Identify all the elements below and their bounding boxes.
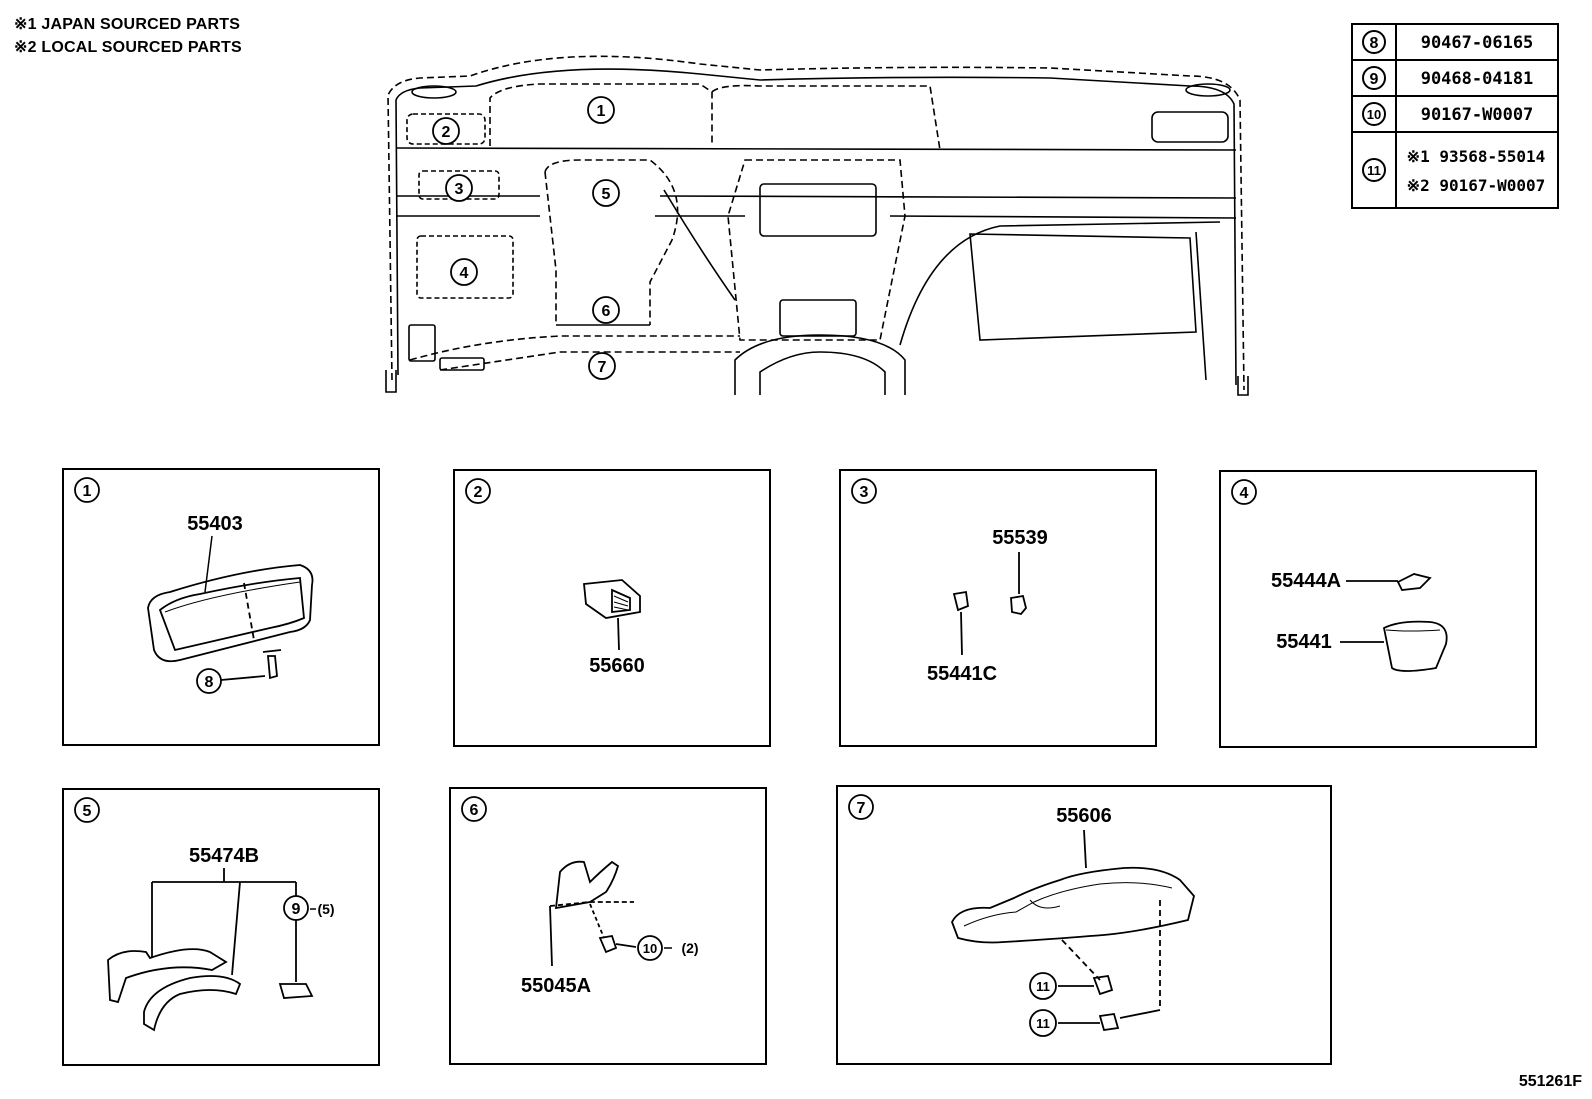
panel-6-frame — [449, 787, 767, 1065]
part-label-55441c: 55441C — [927, 663, 997, 685]
panel-3-frame — [839, 469, 1157, 747]
dashboard-callout-circles — [432, 96, 620, 380]
dashboard-callout-1: 1 — [597, 103, 606, 120]
panel-6-fastener-ref: 10 — [643, 941, 657, 956]
part-label-55403: 55403 — [187, 513, 243, 535]
panel-5-number: 5 — [83, 803, 92, 820]
part-55441-pocket — [1340, 620, 1448, 672]
panel-7-fastener-ref: 11 — [1036, 979, 1050, 994]
panel-5-fastener-qty: (5) — [317, 901, 334, 917]
panel-2-number: 2 — [474, 484, 483, 501]
part-label-55539: 55539 — [992, 527, 1048, 549]
part-number-90167-w0007: 90167-W0007 — [1421, 105, 1534, 125]
panel-5-fastener-ref: 9 — [292, 901, 301, 918]
panel-2-frame — [453, 469, 771, 747]
panel-7-number: 7 — [857, 800, 866, 817]
panel-1-frame — [62, 468, 380, 746]
part-number-93568-55014: ※1 93568-55014 — [1407, 147, 1546, 166]
note-local-sourced: ※2 LOCAL SOURCED PARTS — [14, 39, 242, 56]
part-55045a-bracket — [549, 860, 637, 967]
part-number-90468-04181: 90468-04181 — [1421, 69, 1534, 89]
drawing-id: 551261F — [1518, 1073, 1582, 1090]
part-55444a-cover — [1346, 573, 1432, 591]
part-label-55045a: 55045A — [521, 975, 591, 997]
fastener-table — [1351, 23, 1559, 209]
part-label-55474b: 55474B — [189, 845, 259, 867]
panel-3-number: 3 — [860, 484, 869, 501]
table-ref-11: 11 — [1367, 163, 1381, 178]
part-label-55441: 55441 — [1276, 631, 1332, 653]
part-number-90467-06165: 90467-06165 — [1421, 33, 1534, 53]
panel-7-fastener-ref-2: 11 — [1036, 1016, 1050, 1031]
panel-4-number: 4 — [1240, 485, 1249, 502]
dashboard-callout-5: 5 — [602, 186, 611, 203]
panel-7-frame — [836, 785, 1332, 1065]
panel-6-number: 6 — [470, 802, 479, 819]
part-55539-clip — [1010, 552, 1027, 615]
dashboard-callout-3: 3 — [455, 181, 464, 198]
part-label-55444a: 55444A — [1271, 570, 1341, 592]
dashboard-callout-4: 4 — [460, 265, 469, 282]
panel-4-frame — [1219, 470, 1537, 748]
part-55474b-covers — [107, 868, 314, 1032]
part-label-55606: 55606 — [1056, 805, 1112, 827]
panel-6-fastener-qty: (2) — [681, 940, 698, 956]
part-55441c-clip — [952, 590, 969, 656]
dashboard-callout-7: 7 — [598, 359, 607, 376]
note-japan-sourced: ※1 JAPAN SOURCED PARTS — [14, 16, 241, 33]
dashboard-callout-2: 2 — [442, 124, 451, 141]
part-55660-drawing — [583, 579, 641, 651]
table-ref-9: 9 — [1370, 71, 1379, 88]
part-55403-drawing — [147, 535, 314, 681]
panel-5-frame — [62, 788, 380, 1066]
table-ref-10: 10 — [1367, 107, 1381, 122]
part-number-90167-w0007-local: ※2 90167-W0007 — [1407, 176, 1546, 195]
panel-1-fastener-ref: 8 — [205, 674, 214, 691]
part-label-55660: 55660 — [589, 655, 645, 677]
part-55606-cover — [951, 829, 1195, 1032]
table-ref-8: 8 — [1370, 35, 1379, 52]
dashboard-callout-6: 6 — [602, 303, 611, 320]
dashboard-outline — [385, 55, 1249, 396]
panel-1-number: 1 — [83, 483, 92, 500]
